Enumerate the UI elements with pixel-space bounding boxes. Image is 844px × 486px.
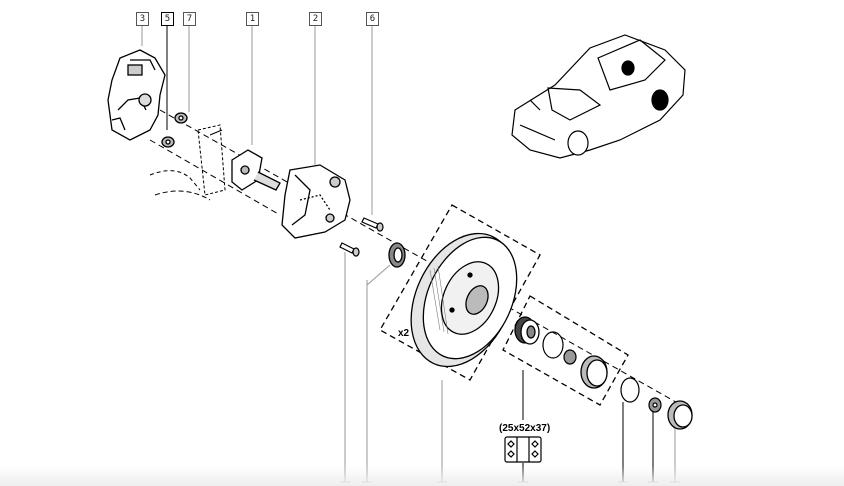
- dust-cap-inner: [580, 355, 608, 389]
- backing-plate: [281, 164, 351, 239]
- brake-caliper-cover: [107, 49, 166, 141]
- disc-group-box: [379, 204, 541, 381]
- circlip-outer: [620, 377, 640, 403]
- seal: [388, 242, 406, 268]
- stub-axle: [231, 149, 281, 191]
- bottom-fade: [0, 466, 844, 486]
- bearing-symbol-icon: [504, 436, 542, 463]
- callout-7: 7: [183, 12, 196, 26]
- callout-3: 3: [136, 12, 149, 26]
- hatchback-car-icon: [511, 34, 686, 159]
- callout-5: 5: [161, 12, 174, 26]
- bearing-dimensions: (25x52x37): [499, 423, 551, 434]
- bearing-kit-box: [502, 295, 629, 406]
- brake-disc: [410, 232, 518, 368]
- seal-leader: [366, 264, 391, 286]
- callout-6: 6: [366, 12, 379, 26]
- circlip: [542, 331, 564, 359]
- callout-1: 1: [246, 12, 259, 26]
- top-leader-lines: [141, 24, 373, 215]
- quantity-note: x2: [398, 328, 410, 339]
- nut-7: [174, 112, 188, 124]
- hub-nut-inner: [563, 349, 577, 365]
- mounting-bracket: [149, 124, 226, 201]
- hatching: [429, 265, 449, 335]
- hub-nut: [648, 397, 662, 413]
- wheel-bearing: [514, 316, 540, 345]
- nut-5: [161, 136, 175, 148]
- bolt: [339, 217, 384, 257]
- callout-2: 2: [309, 12, 322, 26]
- assembly-axis: [149, 109, 691, 411]
- hub-cap: [667, 400, 693, 430]
